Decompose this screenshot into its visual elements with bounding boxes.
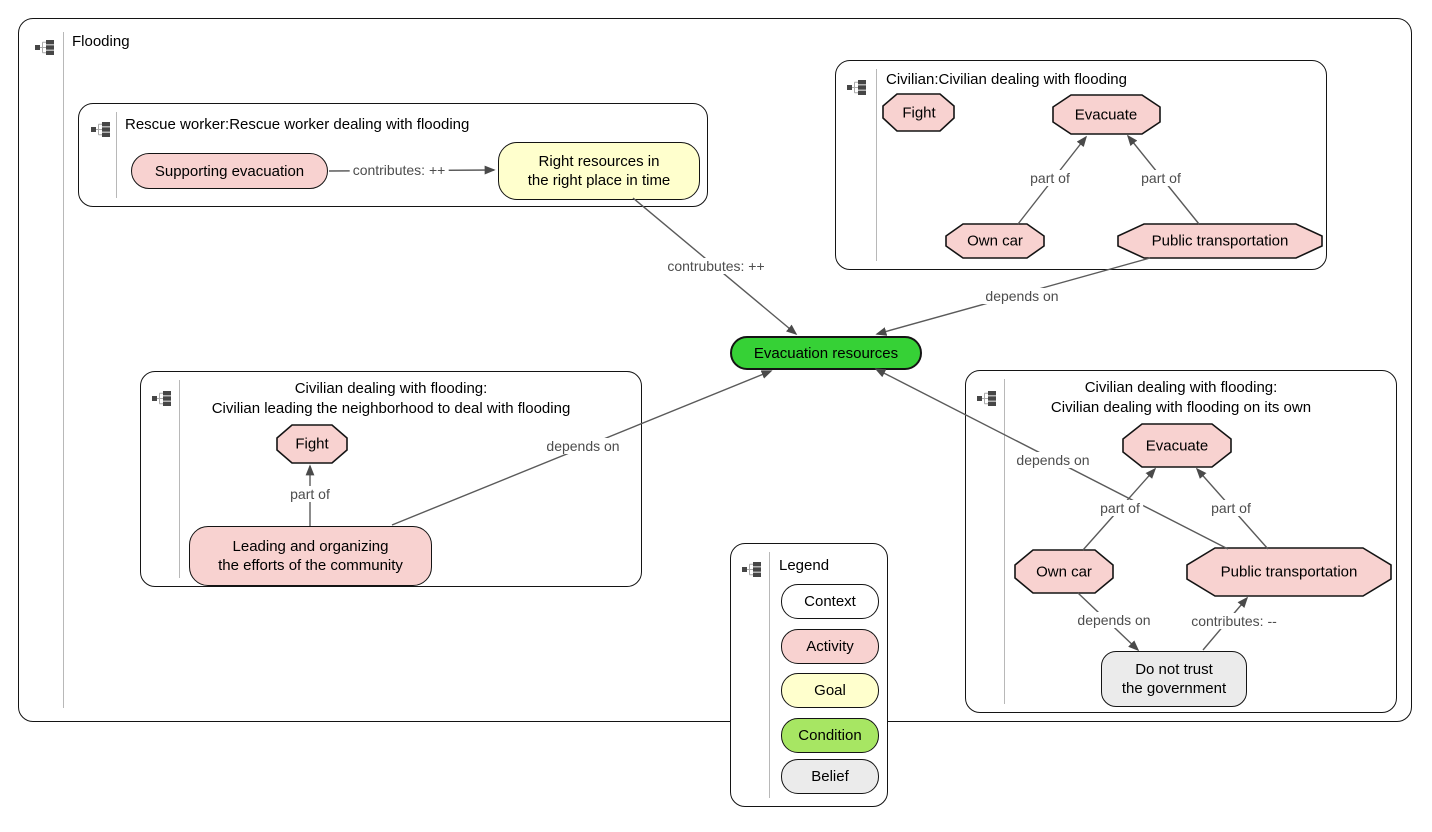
divider <box>63 32 64 708</box>
node-leading-organizing[interactable]: Leading and organizing the efforts of th… <box>189 526 432 586</box>
edge-label-part-of: part of <box>1138 170 1184 186</box>
title-line-2: Civilian leading the neighborhood to dea… <box>211 400 571 417</box>
divider <box>1004 379 1005 704</box>
node-right-resources[interactable]: Right resources in the right place in ti… <box>498 142 700 200</box>
octagon-label-fight: Fight <box>295 435 329 453</box>
tree-icon <box>742 562 761 577</box>
legend-item-condition: Condition <box>781 718 879 753</box>
legend-item-goal: Goal <box>781 673 879 708</box>
legend-item-context: Context <box>781 584 879 619</box>
octagon-label-public-transportation: Public transportation <box>1220 563 1358 581</box>
node-do-not-trust-government[interactable]: Do not trust the government <box>1101 651 1247 707</box>
legend[interactable]: Legend Context Activity Goal Condition B… <box>730 543 888 807</box>
edge-label-depends-on: depends on <box>543 438 623 454</box>
octagon-label-public-transportation: Public transportation <box>1151 232 1289 250</box>
divider <box>116 112 117 198</box>
edge-label-depends-on: depends on <box>982 288 1062 304</box>
divider <box>876 69 877 261</box>
edge-label-part-of: part of <box>1097 500 1143 516</box>
node-evacuation-resources[interactable]: Evacuation resources <box>730 336 922 370</box>
container-rescue-worker-title: Rescue worker:Rescue worker dealing with… <box>125 116 470 133</box>
legend-title: Legend <box>779 557 830 574</box>
title-line-1: Civilian dealing with flooding: <box>1084 379 1278 396</box>
container-flooding-title: Flooding <box>72 33 130 50</box>
tree-icon <box>847 80 866 95</box>
container-civilian-own-title: Civilian dealing with flooding: Civilian… <box>966 378 1396 418</box>
edge-label-part-of: part of <box>1208 500 1254 516</box>
title-line-2: Civilian dealing with flooding on its ow… <box>1050 399 1312 416</box>
edge-label-contrubutes-plus: contrubutes: ++ <box>664 258 768 274</box>
title-line-1: Civilian dealing with flooding: <box>294 380 488 397</box>
edge-label-part-of: part of <box>287 486 333 502</box>
divider <box>179 380 180 578</box>
tree-icon <box>35 40 54 55</box>
octagon-label-own-car: Own car <box>1036 563 1092 581</box>
edge-label-contributes-minus: contributes: -- <box>1188 613 1280 629</box>
tree-icon <box>91 122 110 137</box>
edge-label-depends-on: depends on <box>1013 452 1093 468</box>
edge-label-contributes-plus: contributes: ++ <box>349 162 449 178</box>
edge-label-part-of: part of <box>1027 170 1073 186</box>
edge-label-depends-on: depends on <box>1074 612 1154 628</box>
legend-item-activity: Activity <box>781 629 879 664</box>
octagon-label-evacuate: Evacuate <box>1145 437 1209 455</box>
node-supporting-evacuation[interactable]: Supporting evacuation <box>131 153 328 189</box>
legend-item-belief: Belief <box>781 759 879 794</box>
octagon-label-own-car: Own car <box>967 232 1023 250</box>
octagon-label-fight: Fight <box>902 104 936 122</box>
divider <box>769 552 770 798</box>
tree-icon <box>152 391 171 406</box>
container-civilian-leading-title: Civilian dealing with flooding: Civilian… <box>141 379 641 419</box>
container-civilian-flooding-title: Civilian:Civilian dealing with flooding <box>886 71 1127 88</box>
octagon-label-evacuate: Evacuate <box>1074 106 1138 124</box>
